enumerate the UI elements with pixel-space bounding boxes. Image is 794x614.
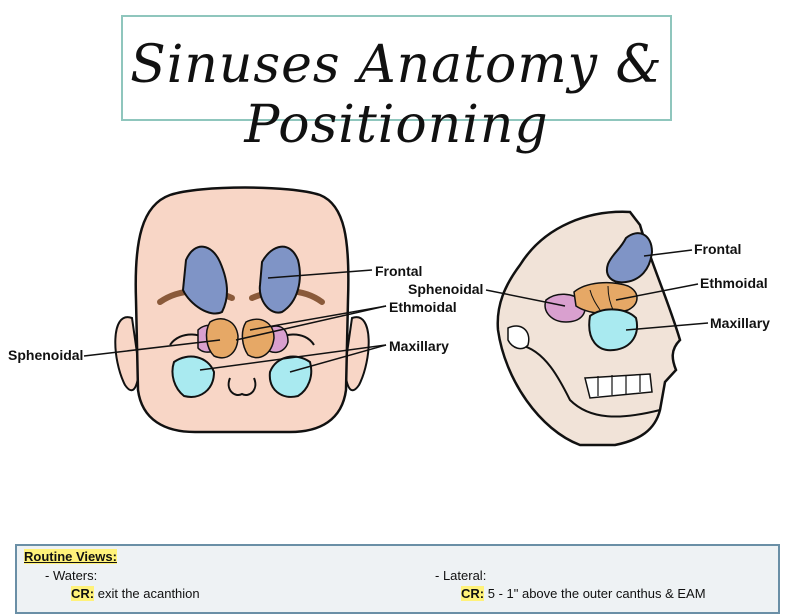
lateral-cr-label: CR: bbox=[461, 586, 485, 601]
lateral-item: - Lateral: bbox=[435, 568, 487, 583]
front-label-sphenoidal: Sphenoidal bbox=[8, 347, 83, 363]
waters-item: - Waters: bbox=[45, 568, 98, 583]
side-maxillary-sinus bbox=[588, 308, 638, 352]
routine-views-heading: Routine Views: bbox=[24, 549, 117, 564]
front-frontal-sinus bbox=[181, 245, 301, 315]
waters-cr-text: exit the acanthion bbox=[97, 586, 200, 601]
side-label-maxillary: Maxillary bbox=[710, 315, 770, 331]
side-label-sphenoidal: Sphenoidal bbox=[408, 281, 483, 297]
lateral-cr: CR: 5 - 1" above the outer canthus & EAM bbox=[461, 586, 706, 601]
front-leader-lines bbox=[83, 269, 387, 373]
side-frontal-sinus bbox=[606, 232, 654, 284]
side-label-ethmoidal: Ethmoidal bbox=[700, 275, 768, 291]
lateral-cr-text: 5 - 1" above the outer canthus & EAM bbox=[487, 586, 706, 601]
side-label-frontal: Frontal bbox=[694, 241, 741, 257]
page-title: Sinuses Anatomy & Positioning bbox=[130, 35, 663, 155]
front-label-ethmoidal: Ethmoidal bbox=[389, 299, 457, 315]
side-leader-lines bbox=[485, 249, 709, 331]
waters-cr-label: CR: bbox=[71, 586, 95, 601]
front-maxillary-sinus bbox=[171, 355, 313, 398]
title-box: Sinuses Anatomy & Positioning bbox=[121, 15, 672, 155]
front-label-frontal: Frontal bbox=[375, 263, 422, 279]
waters-cr: CR: exit the acanthion bbox=[71, 586, 200, 601]
routine-views-panel: Routine Views: - Waters: CR: exit the ac… bbox=[15, 544, 780, 614]
anatomy-illustration: Frontal Ethmoidal Maxillary Sphenoidal F… bbox=[8, 186, 770, 447]
front-label-maxillary: Maxillary bbox=[389, 338, 449, 354]
front-view-face bbox=[114, 186, 370, 434]
